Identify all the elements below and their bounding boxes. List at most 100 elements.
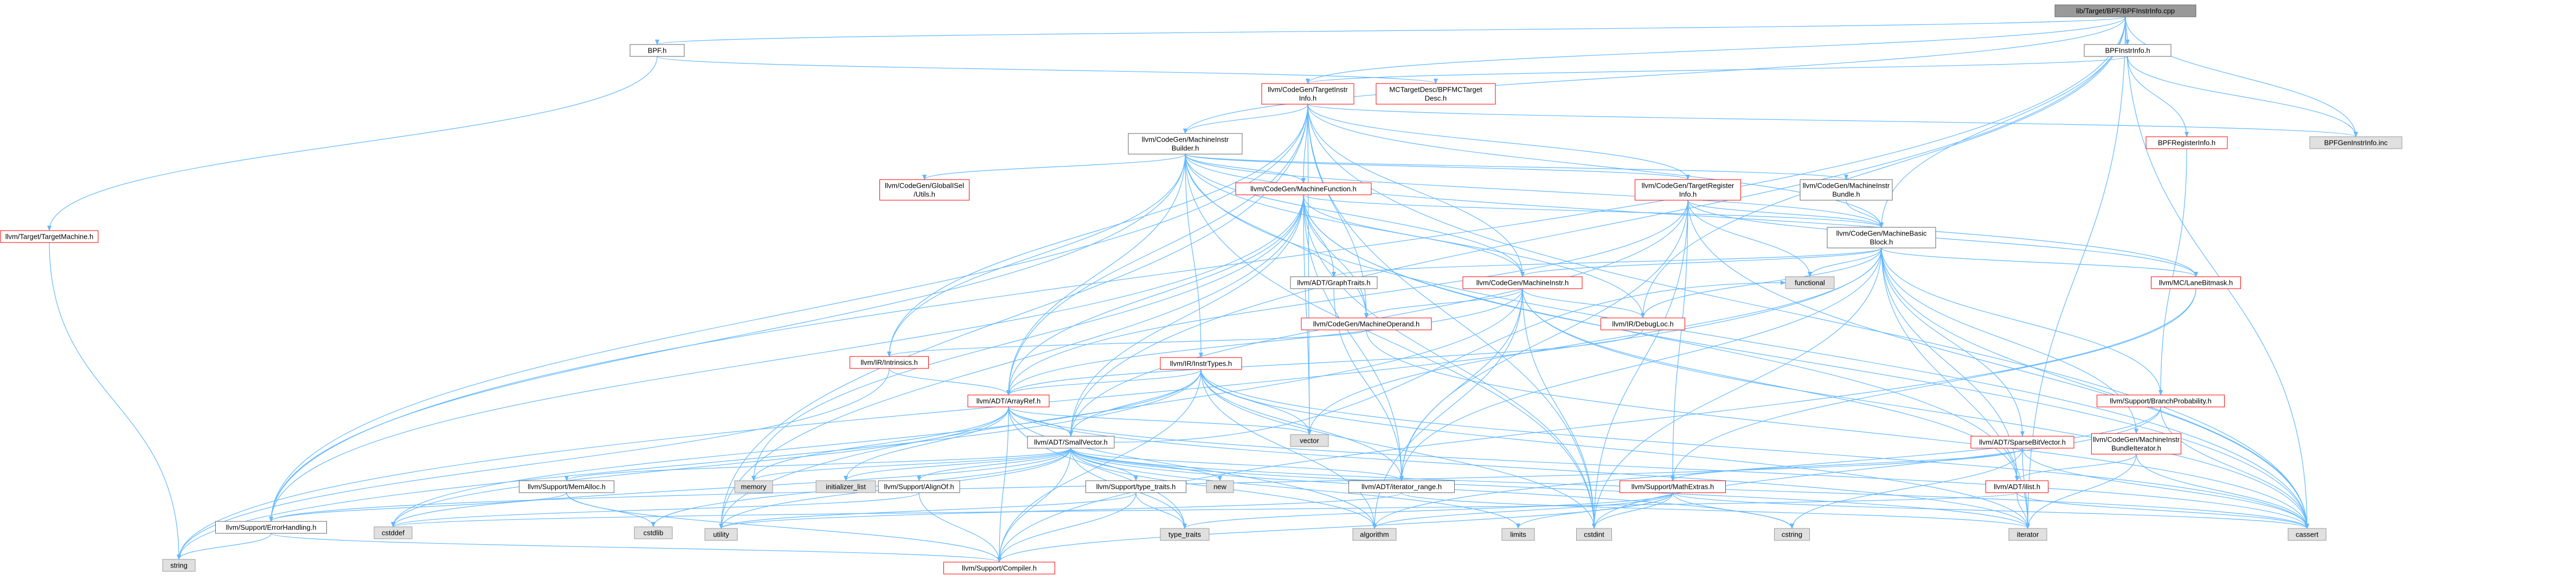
edge-machinefunction-to-iteratorrange [1303, 194, 1404, 481]
node-label: cstdlib [644, 529, 664, 537]
node-label: llvm/CodeGen/GlobalISel [885, 182, 964, 190]
node-compiler[interactable]: llvm/Support/Compiler.h [943, 562, 1055, 575]
node-vector[interactable]: vector [1290, 434, 1329, 447]
node-box [1027, 436, 1115, 449]
node-errorhandling[interactable]: llvm/Support/ErrorHandling.h [215, 521, 327, 534]
node-ilist[interactable]: llvm/ADT/ilist.h [1986, 480, 2048, 493]
node-bpfgeninstrinfo[interactable]: BPFGenInstrInfo.inc [2309, 136, 2402, 149]
edge-mbb-to-iterator [1881, 247, 2030, 529]
node-cstdlib[interactable]: cstdlib [634, 526, 673, 539]
edge-machineinstr-to-arrayref [1006, 288, 1523, 396]
node-limits[interactable]: limits [1501, 528, 1535, 541]
edge-iteratorrange-to-iterator [1401, 492, 2030, 529]
node-box [1800, 179, 1893, 201]
node-box [1986, 480, 2048, 493]
node-targetmachine[interactable]: llvm/Target/TargetMachine.h [0, 230, 99, 243]
edge-machinefunction-to-machineinstr [1303, 194, 1525, 277]
node-box [1635, 179, 1741, 201]
edge-smallvector-to-memory [751, 448, 1071, 481]
node-utility[interactable]: utility [704, 528, 738, 541]
node-cstddef[interactable]: cstddef [374, 526, 413, 539]
node-bpfh[interactable]: BPF.h [629, 44, 685, 57]
node-arrayref[interactable]: llvm/ADT/ArrayRef.h [967, 394, 1050, 407]
node-box [1827, 227, 1936, 248]
node-iterator[interactable]: iterator [2008, 528, 2047, 541]
node-graphtraits[interactable]: llvm/ADT/GraphTraits.h [1290, 276, 1378, 289]
node-machineinstr[interactable]: llvm/CodeGen/MachineInstr.h [1462, 276, 1583, 289]
node-string[interactable]: string [162, 559, 196, 572]
node-label: Builder.h [1172, 144, 1199, 152]
node-machinefunction[interactable]: llvm/CodeGen/MachineFunction.h [1235, 182, 1372, 195]
edge-sparsebitvector-to-mathextras [1671, 448, 2023, 481]
node-new[interactable]: new [1206, 480, 1234, 493]
edge-ilist-to-iterator [2016, 492, 2030, 529]
node-box [1160, 357, 1242, 370]
node-root[interactable]: lib/Target/BPF/BPFInstrInfo.cpp [2054, 4, 2196, 17]
edge-errorhandling-to-string [177, 533, 272, 560]
node-box [1352, 528, 1397, 541]
node-label: BPFInstrInfo.h [2105, 47, 2150, 55]
node-cassert[interactable]: cassert [2288, 528, 2327, 541]
node-label: llvm/Support/ErrorHandling.h [226, 524, 317, 532]
edge-mbb-to-graphtraits [1332, 247, 1882, 277]
node-label: memory [741, 483, 767, 491]
node-box [879, 179, 969, 201]
edge-instrtypes-to-iterator [1200, 369, 2030, 529]
edge-smallvector-to-compiler [997, 448, 1071, 563]
node-box [1576, 528, 1612, 541]
node-label: llvm/ADT/ArrayRef.h [977, 397, 1040, 405]
node-typetraitsh[interactable]: llvm/Support/type_traits.h [1085, 480, 1186, 493]
node-algorithm[interactable]: algorithm [1352, 528, 1397, 541]
node-box [162, 559, 196, 572]
node-bundleiterator[interactable]: llvm/CodeGen/MachineInstrBundleIterator.… [2091, 433, 2181, 455]
node-mathextras[interactable]: llvm/Support/MathExtras.h [1620, 480, 1726, 493]
node-branchprob[interactable]: llvm/Support/BranchProbability.h [2097, 394, 2225, 407]
node-debugloc[interactable]: llvm/IR/DebugLoc.h [1601, 317, 1685, 330]
node-label: llvm/Support/Compiler.h [962, 564, 1037, 572]
node-label: llvm/Support/type_traits.h [1096, 483, 1176, 491]
edge-mbb-to-branchprob [1881, 247, 2163, 396]
node-typeorder[interactable]: llvm/Support/AlignOf.h [878, 480, 960, 493]
node-label: limits [1510, 531, 1526, 539]
node-bpfinstrinfoh[interactable]: BPFInstrInfo.h [2084, 44, 2172, 57]
node-label: Desc.h [1425, 94, 1447, 103]
node-iteratorrange[interactable]: llvm/ADT/iterator_range.h [1348, 480, 1455, 493]
node-box [1290, 276, 1378, 289]
node-memalloc[interactable]: llvm/Support/MemAlloc.h [519, 480, 614, 493]
node-box [519, 480, 614, 493]
edge-targetinstrinfo-to-errorhandling [269, 104, 1308, 522]
node-label: llvm/CodeGen/MachineInstr [2093, 436, 2180, 444]
node-memory[interactable]: memory [734, 480, 773, 493]
node-functional[interactable]: functional [1785, 276, 1835, 289]
node-box [1261, 83, 1354, 105]
node-typetraits[interactable]: type_traits [1160, 528, 1210, 541]
edge-instrtypes-to-vector [1200, 369, 1312, 435]
edge-smallvector-to-cstddef [391, 448, 1071, 527]
node-label: cstring [1782, 531, 1802, 539]
edge-targetinstrinfo-to-targetregisterinfo [1307, 104, 1690, 180]
node-box [2151, 276, 2241, 289]
node-globalisel[interactable]: llvm/CodeGen/GlobalISel/Utils.h [879, 179, 969, 201]
edge-sparsebitvector-to-cassert [2022, 448, 2309, 529]
node-cstdint[interactable]: cstdint [1576, 528, 1612, 541]
node-intrinsics[interactable]: llvm/IR/Intrinsics.h [850, 356, 929, 369]
edge-targetinstrinfo-to-mibuilder [1183, 104, 1308, 134]
node-machineoperand[interactable]: llvm/CodeGen/MachineOperand.h [1301, 317, 1432, 330]
node-label: vector [1300, 437, 1319, 445]
node-bpfregisterinfo[interactable]: BPFRegisterInfo.h [2145, 136, 2228, 149]
node-smallvector[interactable]: llvm/ADT/SmallVector.h [1027, 436, 1115, 449]
node-sparsebitvector[interactable]: llvm/ADT/SparseBitVector.h [1970, 436, 2074, 449]
node-initlist[interactable]: initializer_list [815, 480, 876, 493]
node-instrtypes[interactable]: llvm/IR/InstrTypes.h [1160, 357, 1242, 370]
node-box [1774, 528, 1810, 541]
node-lanebitmask[interactable]: llvm/MC/LaneBitmask.h [2151, 276, 2241, 289]
node-box [1376, 83, 1496, 105]
edge-targetregisterinfo-to-arrayref [1006, 200, 1688, 396]
node-cstring[interactable]: cstring [1774, 528, 1810, 541]
